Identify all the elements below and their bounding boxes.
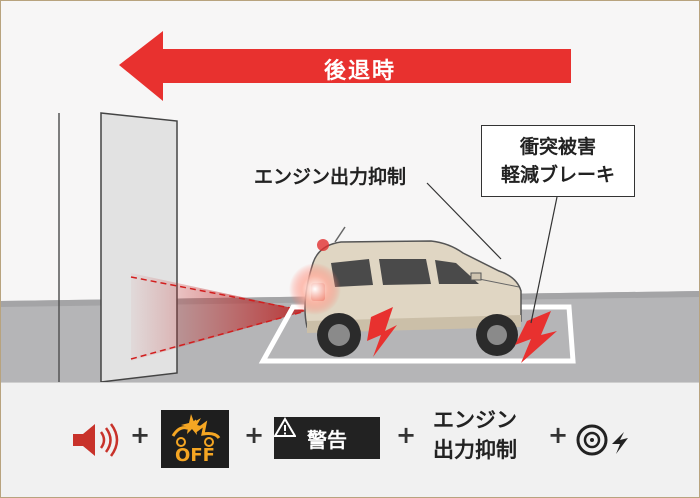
engine-output-label: エンジン出力抑制 [254, 166, 407, 188]
plus-sign: + [396, 421, 417, 449]
engine-text-line1: エンジン [433, 408, 517, 432]
brake-label-line2: 軽減ブレーキ [500, 164, 615, 186]
warning-text: 警告 [307, 427, 347, 452]
speaker-icon [73, 423, 119, 457]
plus-sign: + [548, 421, 569, 449]
off-text: OFF [175, 445, 215, 466]
plus-sign: + [244, 421, 265, 449]
engine-output-block: エンジン 出力抑制 [419, 405, 531, 465]
warning-badge: 警告 [274, 417, 380, 459]
engine-text-line2: 出力抑制 [433, 438, 517, 462]
car [289, 226, 522, 357]
lightning-rear [367, 307, 397, 357]
arrow-label: 後退時 [324, 59, 397, 84]
plus-sign: + [130, 421, 151, 449]
reverse-arrow [119, 31, 571, 101]
brake-callout: 衝突被害 軽減ブレーキ [481, 125, 635, 197]
collision-off-icon: OFF [161, 410, 229, 468]
brake-tire-icon [576, 424, 628, 456]
sensor-beam [131, 273, 306, 361]
lightning-front [515, 311, 557, 363]
warning-triangle-icon [274, 417, 296, 437]
brake-label-line1: 衝突被害 [519, 136, 596, 158]
